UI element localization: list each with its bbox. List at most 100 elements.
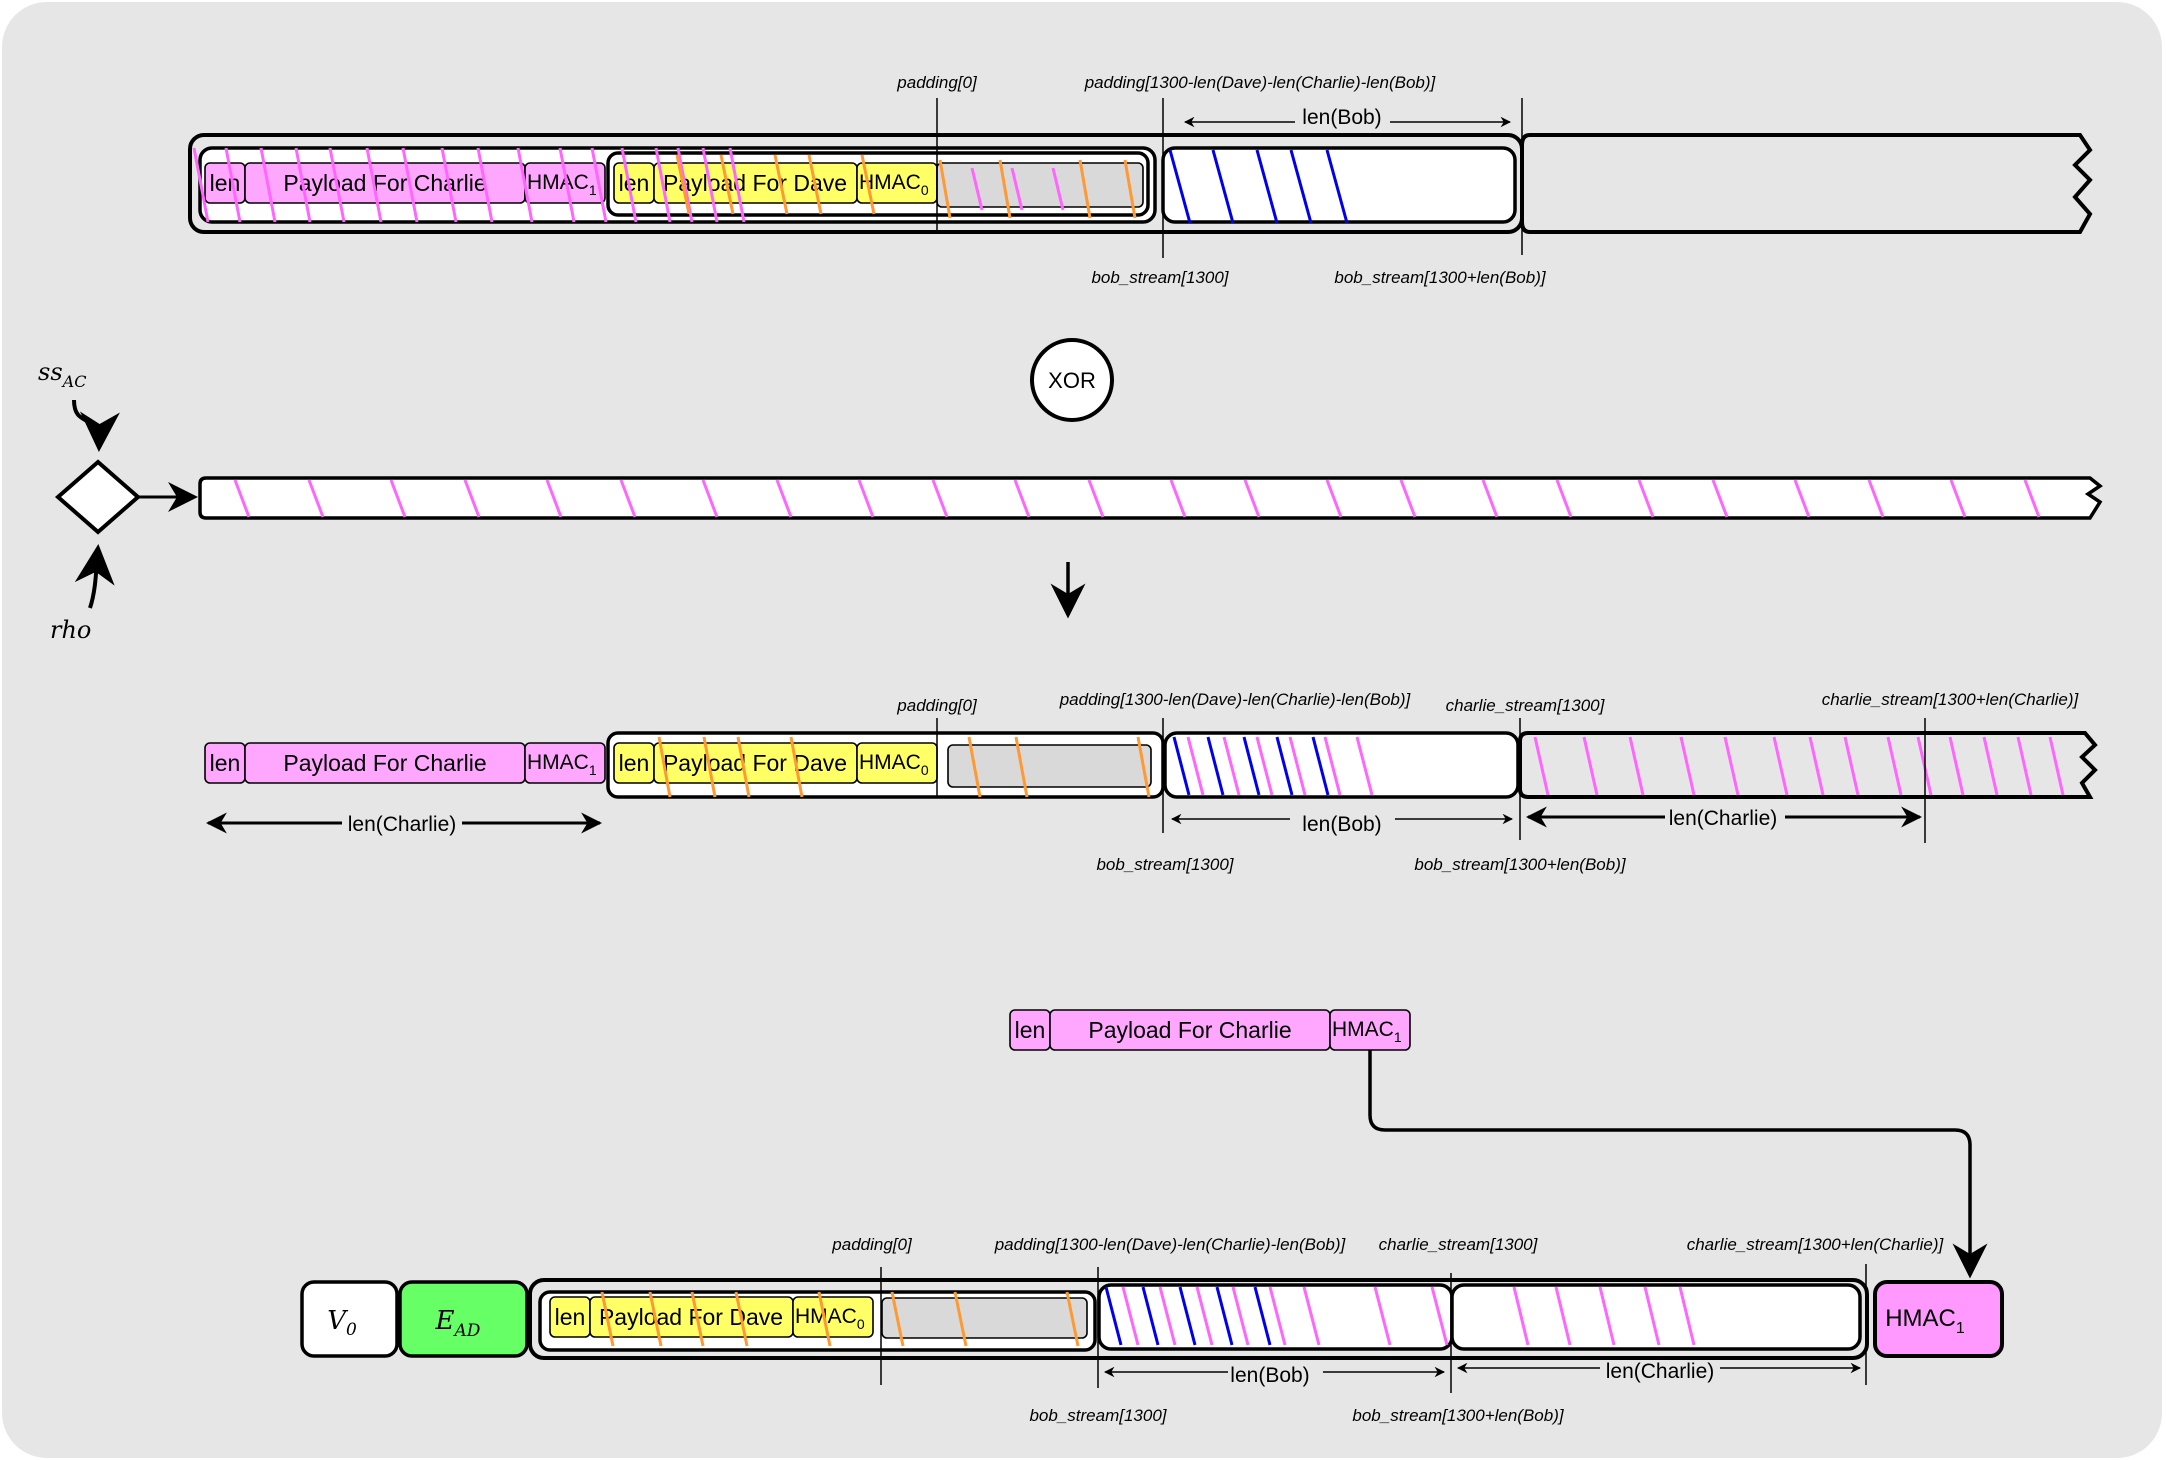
rho-label: rho bbox=[50, 616, 91, 644]
prng-generator: ssAC rho bbox=[38, 358, 2103, 644]
xor-label: XOR bbox=[1048, 368, 1096, 393]
bob-stream-stroke bbox=[1172, 736, 1191, 796]
charlie-stream-stroke bbox=[476, 147, 494, 223]
ephemeral-key-label: EAD bbox=[435, 1306, 481, 1341]
len-dave-label: len bbox=[619, 170, 650, 196]
charlie-stream-stroke bbox=[1302, 1286, 1321, 1346]
routing-info-box bbox=[528, 1278, 1869, 1360]
charlie-stream-stroke bbox=[1268, 1286, 1287, 1346]
hmac1-label: HMAC1 bbox=[527, 171, 597, 198]
dave-stream-stroke bbox=[1078, 159, 1092, 219]
dave-stream-stroke bbox=[734, 1291, 749, 1347]
charlie-stream-stroke bbox=[654, 147, 672, 223]
dave-stream-stroke bbox=[1065, 1291, 1080, 1347]
version-label: V0 bbox=[327, 1306, 357, 1340]
bob-stream-stroke bbox=[1215, 1286, 1234, 1346]
charlie-stream-stroke bbox=[1772, 736, 1789, 796]
label-bob-stream-end: bob_stream[1300+len(Bob)] bbox=[1414, 855, 1626, 874]
bob-stream-stroke bbox=[1168, 149, 1192, 224]
payload-dave-label: Payload For Dave bbox=[663, 170, 847, 196]
charlie-stream-stroke bbox=[1010, 167, 1024, 211]
charlie-stream-stroke bbox=[1598, 1286, 1616, 1346]
dave-stream-stroke bbox=[953, 1291, 968, 1347]
payload-charlie-label: Payload For Charlie bbox=[283, 170, 486, 196]
charlie-stream-stroke bbox=[590, 147, 608, 223]
charlie-stream-stroke bbox=[224, 147, 242, 223]
bob-stream-stroke bbox=[1253, 1286, 1272, 1346]
charlie-stream-stroke bbox=[1949, 479, 1967, 518]
charlie-stream-stroke bbox=[931, 479, 949, 518]
dave-stream-stroke bbox=[773, 154, 789, 215]
bob-stream-stroke bbox=[1242, 736, 1261, 796]
label-bob-stream-end: bob_stream[1300+len(Bob)] bbox=[1352, 1406, 1564, 1425]
output-hmac-box bbox=[1873, 1280, 2004, 1358]
charlie-stream-stroke bbox=[1628, 736, 1645, 796]
row-original-packet: len Payload For Charlie HMAC1 len Payloa… bbox=[188, 73, 2093, 287]
charlie-stream-stroke bbox=[1555, 479, 1573, 518]
charlie-stream-stroke bbox=[1643, 1286, 1661, 1346]
charlie-stream-stroke bbox=[1255, 736, 1274, 796]
charlie-stream-stroke bbox=[307, 479, 325, 518]
truncated-remainder bbox=[1520, 133, 2093, 234]
label-padding-end: padding[1300-len(Dave)-len(Charlie)-len(… bbox=[994, 1235, 1347, 1254]
dave-stream-stroke bbox=[648, 1291, 663, 1347]
label-len-bob: len(Bob) bbox=[1230, 1364, 1309, 1387]
dave-stream-stroke bbox=[1014, 736, 1029, 798]
charlie-stream-stroke bbox=[1808, 736, 1825, 796]
charlie-stream-stroke bbox=[294, 147, 312, 223]
charlie-stream-stroke bbox=[1087, 479, 1105, 518]
version-box bbox=[300, 1280, 399, 1358]
charlie-stream-stroke bbox=[558, 147, 576, 223]
label-len-charlie: len(Charlie) bbox=[1669, 807, 1778, 830]
bob-stream-stroke bbox=[1275, 736, 1294, 796]
dave-stream-stroke bbox=[675, 154, 691, 215]
charlie-stream-stroke bbox=[1243, 479, 1261, 518]
label-len-charlie: len(Charlie) bbox=[348, 813, 457, 836]
charlie-stream-stroke bbox=[1886, 736, 1903, 796]
label-padding-end: padding[1300-len(Dave)-len(Charlie)-len(… bbox=[1059, 690, 1412, 709]
payload-charlie-label: Payload For Charlie bbox=[283, 750, 486, 776]
charlie-stream-stroke bbox=[775, 479, 793, 518]
label-padding-start: padding[0] bbox=[896, 696, 978, 715]
charlie-stream-stroke bbox=[192, 147, 210, 223]
label-charlie-stream-start: charlie_stream[1300] bbox=[1379, 1235, 1539, 1254]
payload-dave-label: Payload For Dave bbox=[663, 750, 847, 776]
label-padding-end: padding[1300-len(Dave)-len(Charlie)-len(… bbox=[1084, 73, 1437, 92]
len-label: len bbox=[1015, 1017, 1046, 1043]
hmac0-label: HMAC0 bbox=[859, 751, 929, 778]
charlie-stream-stroke bbox=[676, 147, 694, 223]
dave-stream-stroke bbox=[702, 736, 717, 798]
charlie-stream-stroke bbox=[1554, 1286, 1572, 1346]
dave-stream-stroke bbox=[860, 154, 876, 215]
bob-stream-stroke bbox=[1104, 1286, 1123, 1346]
charlie-stream-stroke bbox=[1867, 479, 1885, 518]
bob-stream-stroke bbox=[1211, 149, 1235, 224]
charlie-stream-stroke bbox=[1793, 479, 1811, 518]
stream-hatching bbox=[657, 736, 2065, 798]
bob-stream-stroke bbox=[1289, 149, 1313, 224]
charlie-stream-stroke bbox=[1186, 736, 1205, 796]
dave-stream-stroke bbox=[1123, 159, 1137, 219]
hmac1-label: HMAC1 bbox=[1332, 1018, 1402, 1045]
charlie-stream-stroke bbox=[1158, 1286, 1177, 1346]
label-charlie-stream-start: charlie_stream[1300] bbox=[1446, 696, 1606, 715]
charlie-stream-stroke bbox=[970, 167, 984, 211]
charlie-stream-stroke bbox=[1678, 1286, 1696, 1346]
dave-stream-stroke bbox=[719, 154, 735, 215]
hmac0-label: HMAC0 bbox=[795, 1305, 865, 1332]
charlie-stream-stroke bbox=[328, 147, 346, 223]
field-hmac1 bbox=[524, 742, 606, 784]
generator-diamond bbox=[54, 459, 142, 535]
row-after-xor: len Payload For Charlie HMAC1 len Payloa… bbox=[204, 690, 2098, 874]
label-bob-stream-start: bob_stream[1300] bbox=[1029, 1406, 1167, 1425]
cipher-stream-bar bbox=[198, 476, 2103, 520]
row-forwarded-packet: V0 EAD len Payload For Dave HMAC0 HMAC1 … bbox=[300, 1235, 2004, 1425]
charlie-stream-stroke bbox=[545, 479, 563, 518]
field-padding bbox=[881, 1297, 1088, 1339]
charlie-stream-stroke bbox=[701, 479, 719, 518]
dave-stream-stroke bbox=[736, 736, 751, 798]
charlie-stream-stroke bbox=[1355, 736, 1374, 796]
bob-stream-stroke bbox=[1206, 736, 1225, 796]
dave-stream-stroke bbox=[690, 1291, 705, 1347]
